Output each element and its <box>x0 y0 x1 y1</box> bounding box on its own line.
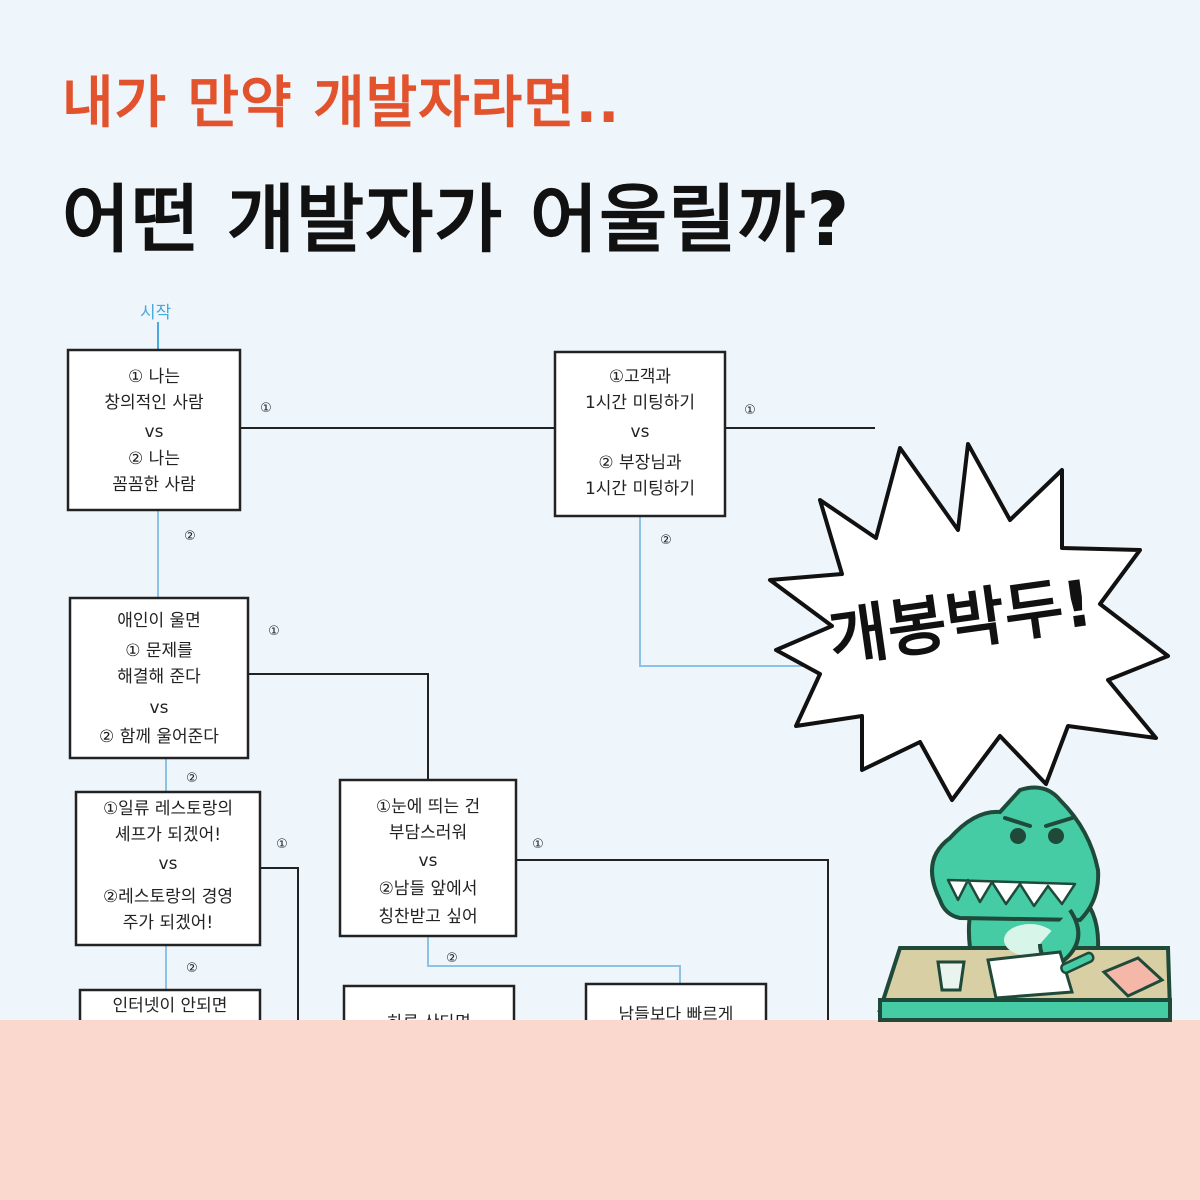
svg-text:② 함께 울어준다: ② 함께 울어준다 <box>99 727 219 747</box>
svg-text:①일류 레스토랑의: ①일류 레스토랑의 <box>103 799 233 819</box>
choice-marker: ① <box>260 401 272 416</box>
connector-b4-next <box>260 867 299 1020</box>
connector-b5-next <box>516 859 829 1020</box>
choice-marker: ① <box>268 624 280 639</box>
svg-text:꼼꼼한 사람: 꼼꼼한 사람 <box>112 475 196 495</box>
svg-text:① 나는: ① 나는 <box>128 367 180 387</box>
speech-burst-icon <box>768 442 1170 802</box>
svg-text:vs: vs <box>419 851 438 871</box>
choice-markers: ① ① ② ② ① ② ① ① ② ② <box>184 401 756 976</box>
choice-marker: ② <box>446 951 458 966</box>
start-label: 시작 <box>140 303 172 323</box>
svg-text:주가 되겠어!: 주가 되겠어! <box>123 913 213 933</box>
svg-text:셰프가 되겠어!: 셰프가 되겠어! <box>115 825 221 845</box>
connector-b3-b5 <box>248 673 429 780</box>
svg-text:해결해 준다: 해결해 준다 <box>117 667 201 687</box>
connector-b5-b8 <box>427 936 681 984</box>
svg-text:① 문제를: ① 문제를 <box>125 641 193 661</box>
svg-text:①고객과: ①고객과 <box>609 367 672 387</box>
choice-marker: ② <box>660 533 672 548</box>
connector-b2-next-2 <box>639 516 820 667</box>
choice-marker: ② <box>186 961 198 976</box>
title-heading: 어떤 개발자가 어울릴까? <box>62 177 851 263</box>
choice-marker: ① <box>532 837 544 852</box>
bottom-band <box>0 1020 1200 1200</box>
svg-text:vs: vs <box>631 422 650 442</box>
svg-text:1시간 미팅하기: 1시간 미팅하기 <box>585 479 695 499</box>
svg-text:②레스토랑의 경영: ②레스토랑의 경영 <box>103 887 233 907</box>
crocodile-mascot-icon <box>877 785 1173 1022</box>
svg-text:인터넷이 안되면: 인터넷이 안되면 <box>113 996 228 1016</box>
svg-text:부담스러워: 부담스러워 <box>389 823 467 843</box>
question-box-5: ①눈에 띄는 건 부담스러워 vs ②남들 앞에서 칭찬받고 싶어 <box>338 778 518 938</box>
svg-text:② 부장님과: ② 부장님과 <box>598 453 682 473</box>
svg-text:창의적인 사람: 창의적인 사람 <box>104 393 204 413</box>
choice-marker: ① <box>276 837 288 852</box>
choice-marker: ① <box>744 403 756 418</box>
svg-text:②남들 앞에서: ②남들 앞에서 <box>379 879 478 899</box>
svg-text:칭찬받고 싶어: 칭찬받고 싶어 <box>378 907 477 927</box>
svg-text:애인이 울면: 애인이 울면 <box>117 611 201 631</box>
svg-text:vs: vs <box>150 698 169 718</box>
question-box-1: ① 나는 창의적인 사람 vs ② 나는 꼼꼼한 사람 <box>66 348 242 512</box>
svg-text:vs: vs <box>159 854 178 874</box>
svg-text:1시간 미팅하기: 1시간 미팅하기 <box>585 393 695 413</box>
svg-text:vs: vs <box>145 422 164 442</box>
choice-marker: ② <box>184 529 196 544</box>
choice-marker: ② <box>186 771 198 786</box>
subtitle-heading: 내가 만약 개발자라면.. <box>62 71 621 136</box>
svg-text:② 나는: ② 나는 <box>128 449 180 469</box>
question-box-3: 애인이 울면 ① 문제를 해결해 준다 vs ② 함께 울어준다 <box>68 596 250 760</box>
question-box-2: ①고객과 1시간 미팅하기 vs ② 부장님과 1시간 미팅하기 <box>553 350 727 518</box>
svg-text:①눈에 띄는 건: ①눈에 띄는 건 <box>376 797 480 817</box>
question-box-4: ①일류 레스토랑의 셰프가 되겠어! vs ②레스토랑의 경영 주가 되겠어! <box>74 790 262 947</box>
